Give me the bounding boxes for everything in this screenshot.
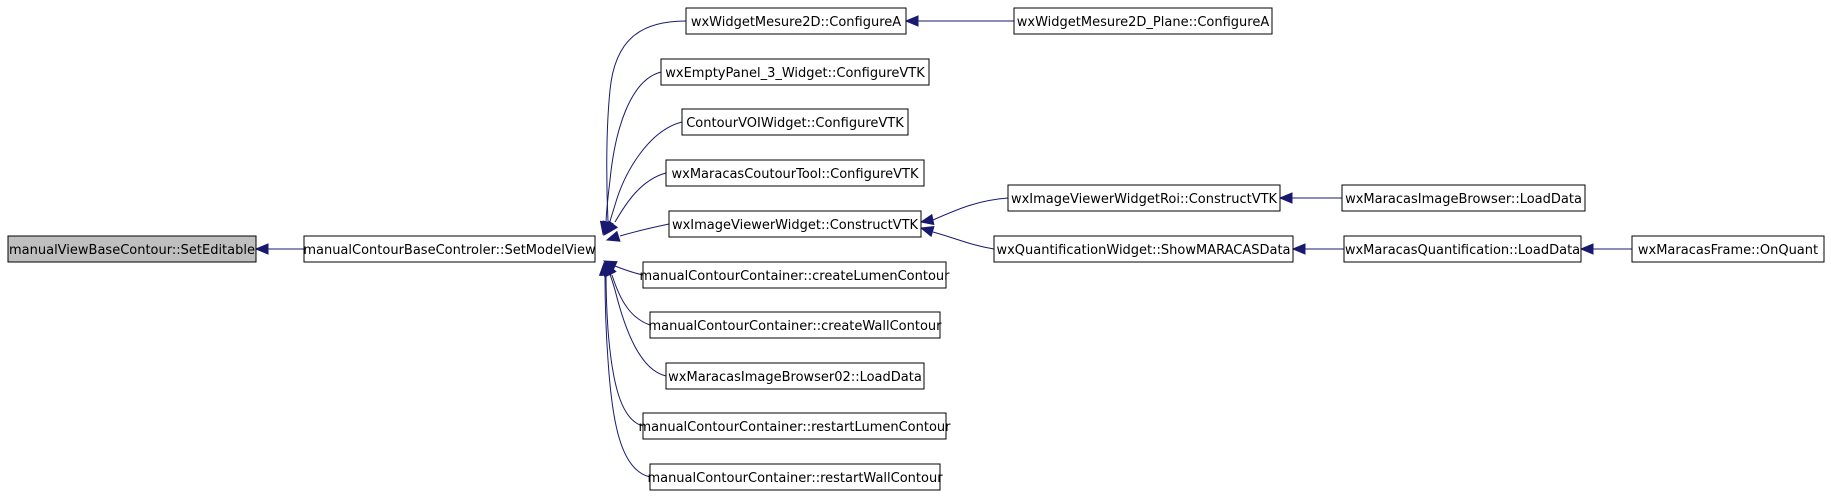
node-manualcontourcontainer-createlumencontour[interactable]: manualContourContainer::createLumenConto… [640,261,951,289]
node-wxmaracascoutourtool-configurevtk[interactable]: wxMaracasCoutourTool::ConfigureVTK [665,159,925,187]
node-label: wxMaracasImageBrowser02::LoadData [668,370,922,385]
edge-n9-to-n8 [1278,192,1342,204]
arrowhead [605,220,619,236]
edge-n12-to-n11 [1579,243,1632,255]
node-label: wxWidgetMesure2D_Plane::ConfigureA [1017,15,1270,30]
node-label: wxMaracasImageBrowser::LoadData [1345,192,1582,207]
edge-line [606,20,687,223]
node-label: wxMaracasCoutourTool::ConfigureVTK [672,167,919,182]
node-wxwidgetmesure2d-configurea[interactable]: wxWidgetMesure2D::ConfigureA [685,7,907,35]
node-wximageviewerwidgetroi-constructvtk[interactable]: wxImageViewerWidgetRoi::ConstructVTK [1007,184,1281,212]
arrowhead [1579,243,1594,255]
node-wxmaracasimagebrowser02-loaddata[interactable]: wxMaracasImageBrowser02::LoadData [665,362,925,390]
node-wxwidgetmesure2d-plane-configurea[interactable]: wxWidgetMesure2D_Plane::ConfigureA [1013,7,1273,35]
arrowhead [904,15,919,27]
node-manualcontourbasecontroler-setmodelview[interactable]: manualContourBaseControler::SetModelView [303,235,596,263]
arrowhead [919,226,935,238]
node-label: wxImageViewerWidget::ConstructVTK [672,218,919,233]
edge-n11-to-n10 [1291,243,1344,255]
node-label: manualContourBaseControler::SetModelView [303,243,596,258]
edge-n17-to-n1 [598,261,651,478]
edge-line [614,265,644,276]
edge-line [932,231,995,250]
edge-line [611,274,651,326]
edge-line [608,271,667,377]
node-manualcontourcontainer-restartwallcontour[interactable]: manualContourContainer::restartWallConto… [647,463,943,491]
node-label: wxMaracasQuantification::LoadData [1345,243,1580,258]
node-wxmaracasimagebrowser-loaddata[interactable]: wxMaracasImageBrowser::LoadData [1341,184,1586,212]
node-contourvoiwidget-configurevtk[interactable]: ContourVOIWidget::ConfigureVTK [681,108,909,136]
edge-n8-to-n7 [919,197,1009,226]
edge-line [614,172,667,223]
node-label: wxWidgetMesure2D::ConfigureA [691,15,901,30]
arrowhead [1278,192,1293,204]
edge-n1-to-n0 [254,243,304,255]
node-label: manualViewBaseContour::SetEditable [9,243,255,258]
arrowhead [598,261,611,276]
node-label: wxMaracasFrame::OnQuant [1638,243,1818,258]
edge-line [605,273,644,427]
node-label: manualContourContainer::createWallContou… [648,319,942,334]
node-wximageviewerwidget-constructvtk[interactable]: wxImageViewerWidget::ConstructVTK [668,210,922,238]
node-wxemptypanel-3-widget-configurevtk[interactable]: wxEmptyPanel_3_Widget::ConfigureVTK [660,58,930,86]
node-wxmaracasframe-onquant[interactable]: wxMaracasFrame::OnQuant [1631,235,1825,263]
node-wxquantificationwidget-showmaracasdata[interactable]: wxQuantificationWidget::ShowMARACASData [993,235,1294,263]
edge-line [604,273,651,478]
arrowhead [605,230,621,242]
node-wxmaracasquantification-loaddata[interactable]: wxMaracasQuantification::LoadData [1343,235,1582,263]
edge-line [608,121,683,227]
edge-line [605,71,662,225]
edge-n7-to-n1 [605,223,670,242]
node-label: ContourVOIWidget::ConfigureVTK [686,116,904,131]
arrowhead [254,243,269,255]
node-manualviewbasecontour-seteditable[interactable]: manualViewBaseContour::SetEditable [7,235,257,263]
node-label: wxEmptyPanel_3_Widget::ConfigureVTK [665,66,925,81]
node-manualcontourcontainer-restartlumencontour[interactable]: manualContourContainer::restartLumenCont… [638,412,951,440]
edge-n10-to-n7 [919,226,995,250]
edge-n3-to-n2 [904,15,1014,27]
node-label: wxImageViewerWidgetRoi::ConstructVTK [1011,192,1278,207]
node-label: manualContourContainer::restartWallConto… [647,471,943,486]
node-label: manualContourContainer::createLumenConto… [640,269,951,284]
arrowhead [919,213,935,226]
node-manualcontourcontainer-createwallcontour[interactable]: manualContourContainer::createWallContou… [648,311,942,339]
edge-n6-to-n1 [605,172,667,236]
node-label: manualContourContainer::restartLumenCont… [638,420,951,435]
edge-line [932,197,1009,221]
arrowhead [1291,243,1306,255]
node-label: wxQuantificationWidget::ShowMARACASData [996,243,1290,258]
edge-line [619,223,670,237]
edges-layer [254,15,1632,478]
